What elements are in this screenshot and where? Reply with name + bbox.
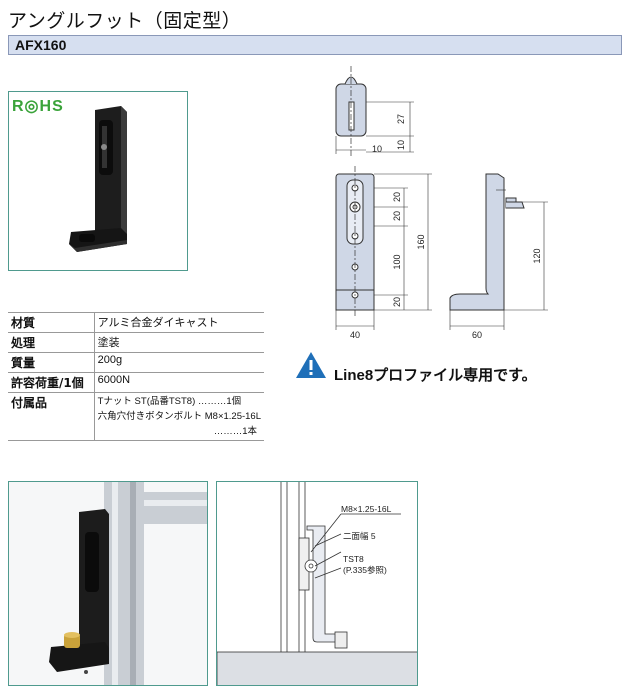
accessory-line: Tナット ST(品番TST8) ………1個 — [97, 396, 242, 407]
dim-label: 20 — [392, 211, 402, 221]
assembly-label: 二面幅 5 — [343, 531, 376, 541]
spec-row: 材質 アルミ合金ダイキャスト — [8, 312, 264, 333]
spec-key: 処理 — [8, 332, 95, 353]
angle-foot-photo — [69, 106, 127, 252]
spec-row-accessories: 付属品 Tナット ST(品番TST8) ………1個 六角穴付きボタンボルト M8… — [8, 392, 264, 441]
dim-label: 160 — [416, 234, 426, 249]
spec-key: 材質 — [8, 312, 95, 333]
spec-key: 付属品 — [8, 392, 95, 441]
rohs-mark: R◎HS — [12, 98, 64, 115]
spec-row: 質量 200g — [8, 352, 264, 373]
warning-icon — [296, 352, 326, 378]
accessory-line: 六角穴付きボタンボルト M8×1.25-16L — [97, 411, 261, 422]
accessory-line: ………1本 — [213, 426, 257, 437]
dim-label: 27 — [396, 114, 406, 124]
product-code: AFX160 — [15, 37, 67, 53]
spec-value: アルミ合金ダイキャスト — [93, 312, 264, 333]
installation-photo-image — [9, 482, 207, 685]
product-photo — [8, 91, 188, 271]
spec-key: 許容荷重/1個 — [8, 372, 95, 393]
page-title: アングルフット（固定型） — [8, 10, 242, 32]
spec-value: 塗装 — [93, 332, 264, 353]
assembly-drawing: M8×1.25-16L 二面幅 5 TST8 (P.335参照) — [216, 481, 418, 686]
dim-label: 10 — [372, 144, 382, 154]
spec-value: Tナット ST(品番TST8) ………1個 六角穴付きボタンボルト M8×1.2… — [93, 392, 264, 441]
technical-drawing: 27 10 10 20 20 160 100 20 40 — [335, 66, 548, 340]
spec-key: 質量 — [8, 352, 95, 373]
product-code-bar: AFX160 — [8, 35, 622, 55]
dim-label: 20 — [392, 297, 402, 307]
spec-row: 処理 塗装 — [8, 332, 264, 353]
spec-table: 材質 アルミ合金ダイキャスト 処理 塗装 質量 200g 許容荷重/1個 600… — [8, 312, 264, 441]
assembly-drawing-image: M8×1.25-16L 二面幅 5 TST8 (P.335参照) — [217, 482, 417, 685]
assembly-label: M8×1.25-16L — [341, 504, 392, 514]
dim-label: 60 — [472, 330, 482, 340]
spec-value: 200g — [93, 352, 264, 373]
spec-row: 許容荷重/1個 6000N — [8, 372, 264, 393]
spec-value: 6000N — [93, 372, 264, 393]
dim-label: 40 — [350, 330, 360, 340]
note-text: Line8プロファイル専用です。 — [334, 367, 537, 384]
dim-label: 100 — [392, 254, 402, 269]
top-view — [335, 66, 414, 158]
dim-label: 20 — [392, 192, 402, 202]
assembly-label: (P.335参照) — [343, 565, 387, 575]
front-view — [335, 166, 432, 330]
installation-photo — [8, 481, 208, 686]
assembly-label: TST8 — [343, 554, 364, 564]
dim-label: 120 — [532, 248, 542, 263]
dim-label: 10 — [396, 140, 406, 150]
side-view — [449, 173, 548, 330]
